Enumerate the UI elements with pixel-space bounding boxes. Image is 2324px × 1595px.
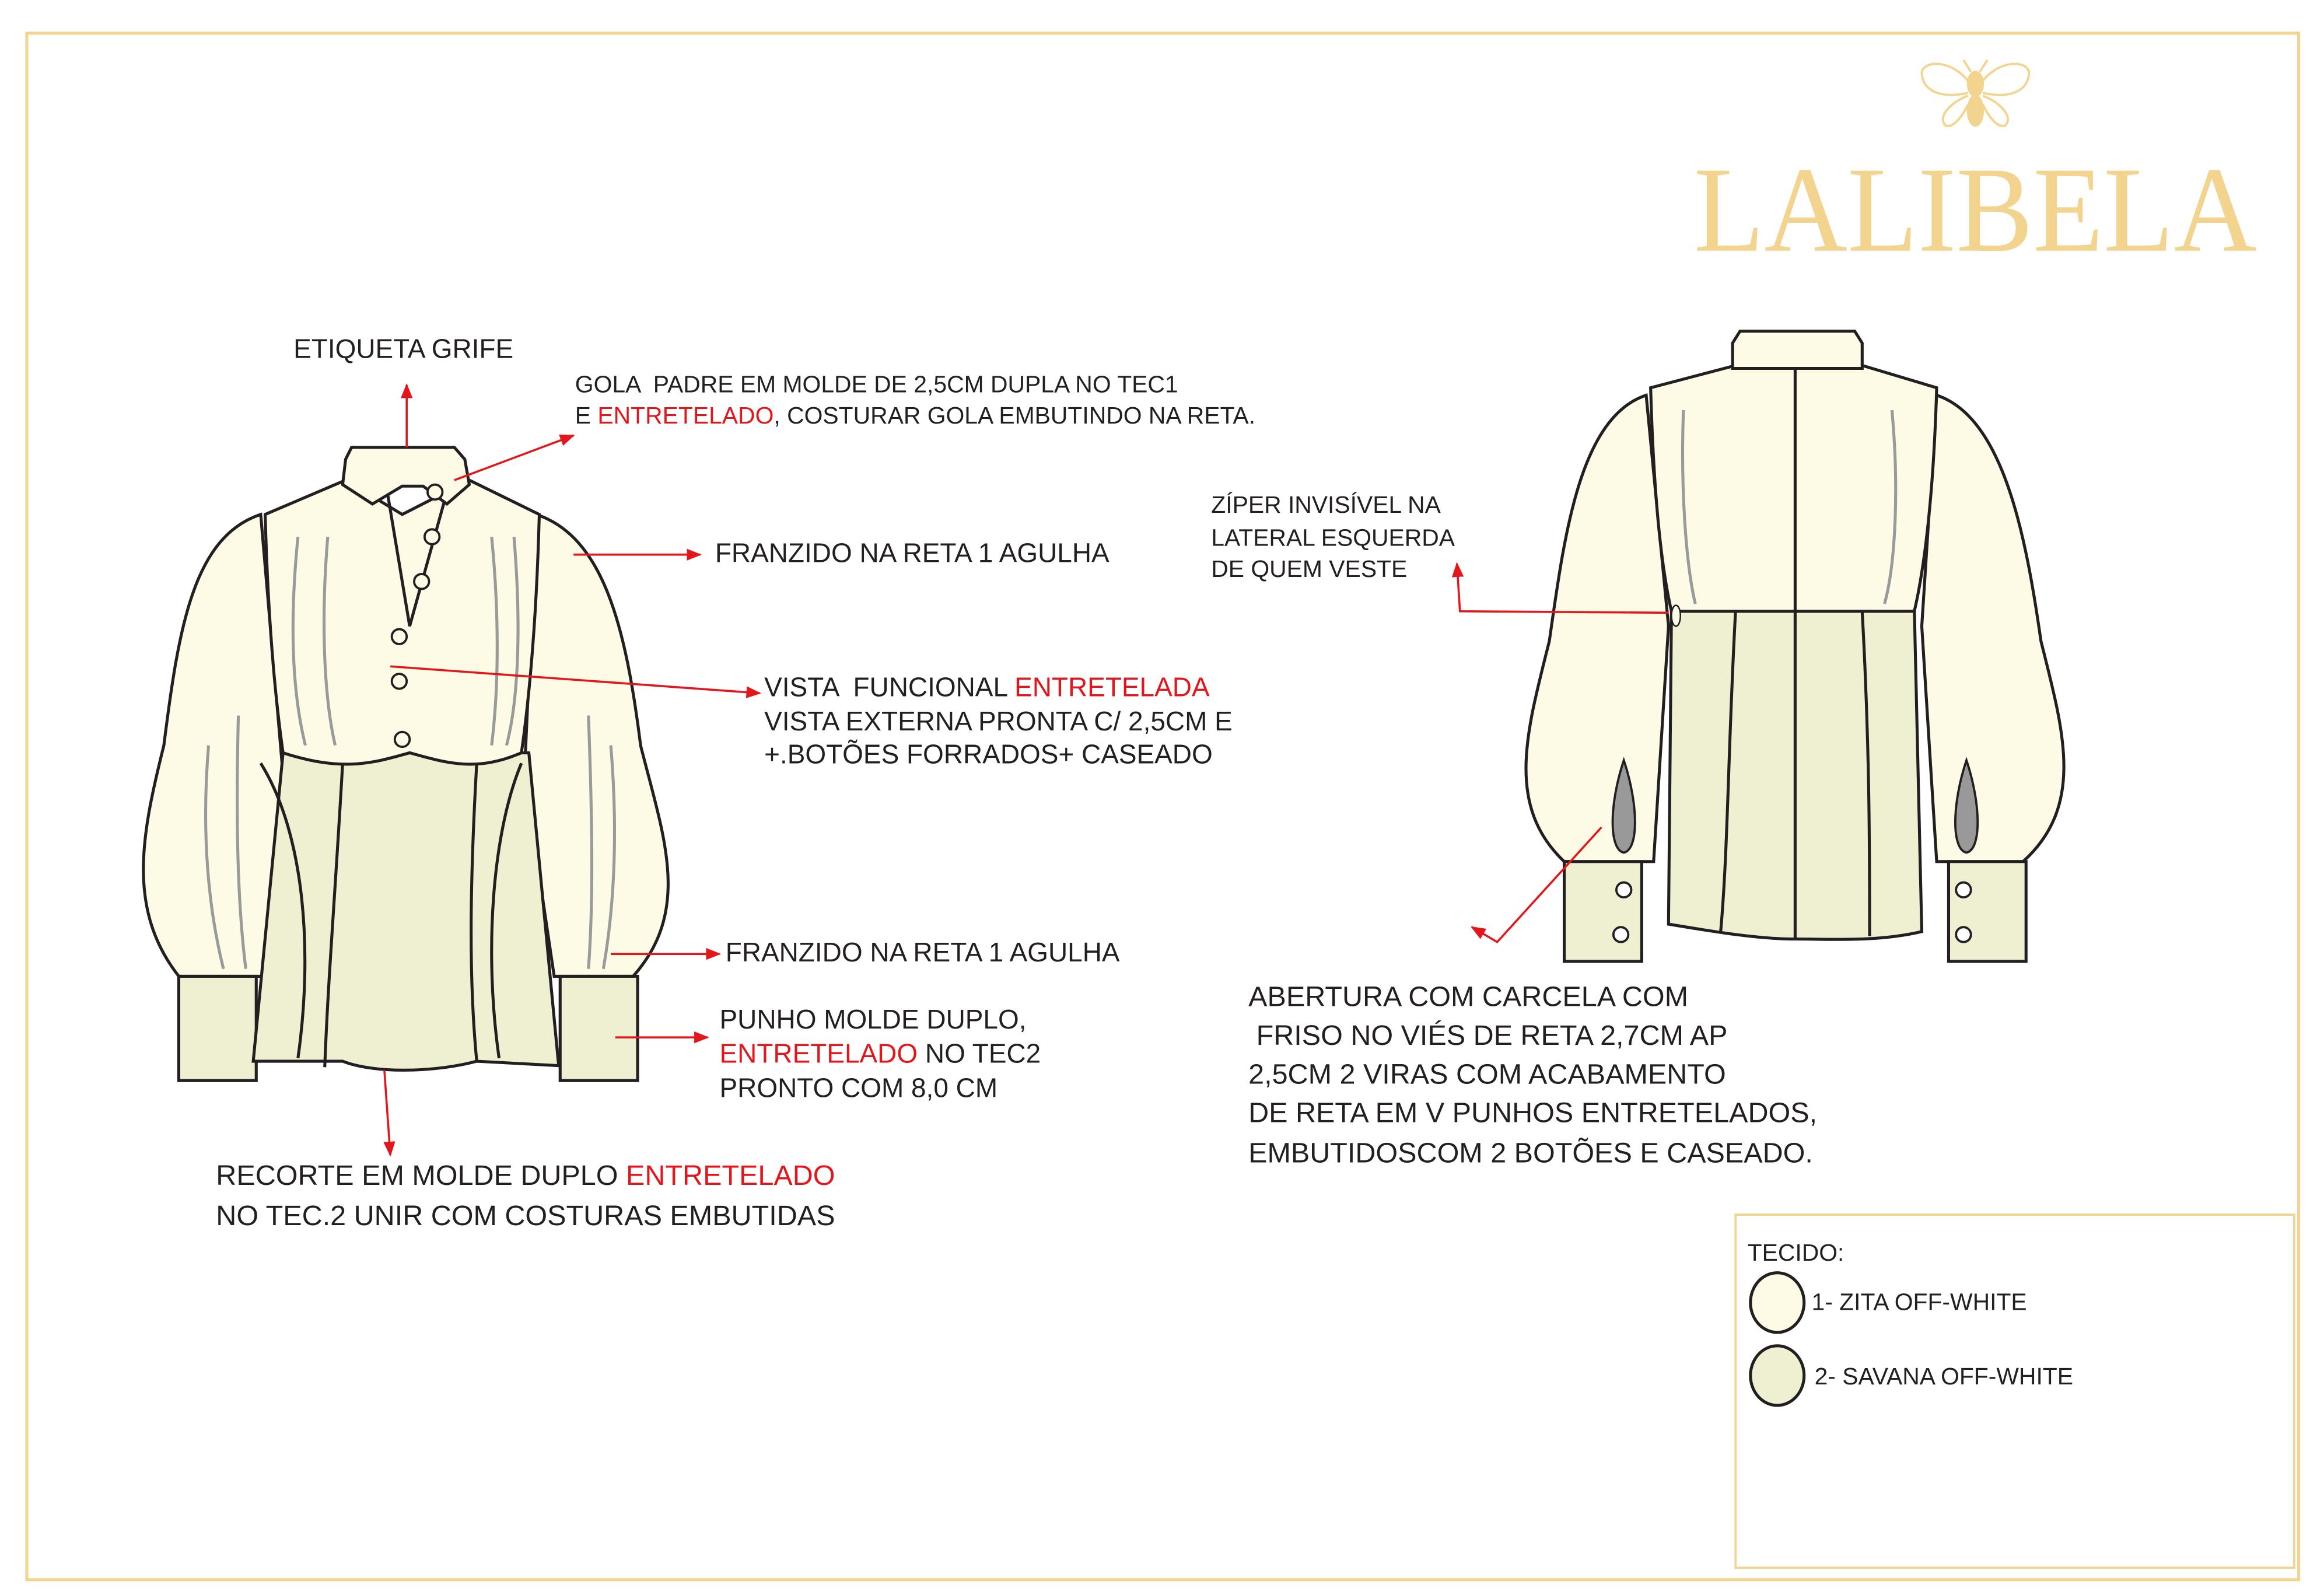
zipper-note-line2: LATERAL ESQUERDA — [1211, 524, 1455, 551]
fabric-swatch-1 — [1749, 1271, 1806, 1334]
bodice — [263, 478, 541, 766]
legend-title: TECIDO: — [1748, 1239, 1845, 1266]
back-right-cuff — [1947, 860, 2028, 963]
cuff-note-line3: PRONTO COM 8,0 CM — [720, 1072, 998, 1103]
right-sleeve — [523, 512, 670, 978]
zipper-note-line3: DE QUEM VESTE — [1211, 555, 1407, 582]
gather-top-note: FRANZIDO NA RETA 1 AGULHA — [715, 537, 1110, 568]
collar-note-line1: GOLA PADRE EM MOLDE DE 2,5CM DUPLA NO TE… — [575, 370, 1178, 397]
opening-note-line1: ABERTURA COM CARCELA COM — [1248, 981, 1688, 1013]
front-panel — [251, 751, 561, 1072]
gather-cuff-note: FRANZIDO NA RETA 1 AGULHA — [726, 937, 1120, 967]
placket-note-line3: +.BOTÕES FORRADOS+ CASEADO — [764, 739, 1213, 769]
right-cuff — [558, 974, 639, 1082]
back-garment-drawing — [1524, 330, 2066, 963]
front-garment-drawing — [142, 446, 670, 1082]
fabric-label-1: 1- ZITA OFF-WHITE — [1811, 1289, 2027, 1316]
fabric-swatch-2 — [1749, 1344, 1806, 1407]
collar-note-line2: E ENTRETELADO, COSTURAR GOLA EMBUTINDO N… — [575, 402, 1255, 429]
back-left-cuff — [1562, 860, 1643, 963]
buttons — [390, 483, 444, 748]
left-cuff — [177, 974, 258, 1082]
opening-note-line4: DE RETA EM V PUNHOS ENTRETELADOS, — [1248, 1097, 1817, 1129]
opening-note-line2: FRISO NO VIÉS DE RETA 2,7CM AP — [1248, 1020, 1727, 1051]
opening-note-line5: EMBUTIDOSCOM 2 BOTÕES E CASEADO. — [1248, 1138, 1813, 1169]
fabric-legend: TECIDO: 1- ZITA OFF-WHITE 2- SAVANA OFF-… — [1734, 1213, 2295, 1569]
back-collar — [1731, 330, 1864, 370]
placket-note-line1: VISTA FUNCIONAL ENTRETELADA — [764, 671, 1210, 702]
bee-icon — [1920, 59, 2031, 127]
cuff-note-line2: ENTRETELADO NO TEC2 — [720, 1038, 1041, 1069]
opening-note-line3: 2,5CM 2 VIRAS COM ACABAMENTO — [1248, 1058, 1726, 1090]
panel-note-line2: NO TEC.2 UNIR COM COSTURAS EMBUTIDAS — [216, 1200, 835, 1232]
panel-note-line1: RECORTE EM MOLDE DUPLO ENTRETELADO — [216, 1160, 835, 1191]
back-left-sleeve — [1524, 393, 1670, 863]
placket-note-line2: VISTA EXTERNA PRONTA C/ 2,5CM E — [764, 706, 1233, 736]
annotation-arrows — [383, 383, 1669, 1157]
label-tag-note: ETIQUETA GRIFE — [293, 334, 513, 364]
cuff-note-line1: PUNHO MOLDE DUPLO, — [720, 1004, 1027, 1034]
zipper-pull — [1671, 604, 1682, 627]
sleeve-opening-left — [1611, 757, 1636, 854]
fabric-label-2: 2- SAVANA OFF-WHITE — [1815, 1363, 2073, 1390]
brand-logo: LALIBELA — [1694, 142, 2257, 278]
left-sleeve — [142, 512, 285, 978]
sleeve-opening-right — [1954, 757, 1979, 854]
zipper-note-line1: ZÍPER INVISÍVEL NA — [1211, 491, 1441, 518]
back-right-sleeve — [1920, 393, 2066, 863]
